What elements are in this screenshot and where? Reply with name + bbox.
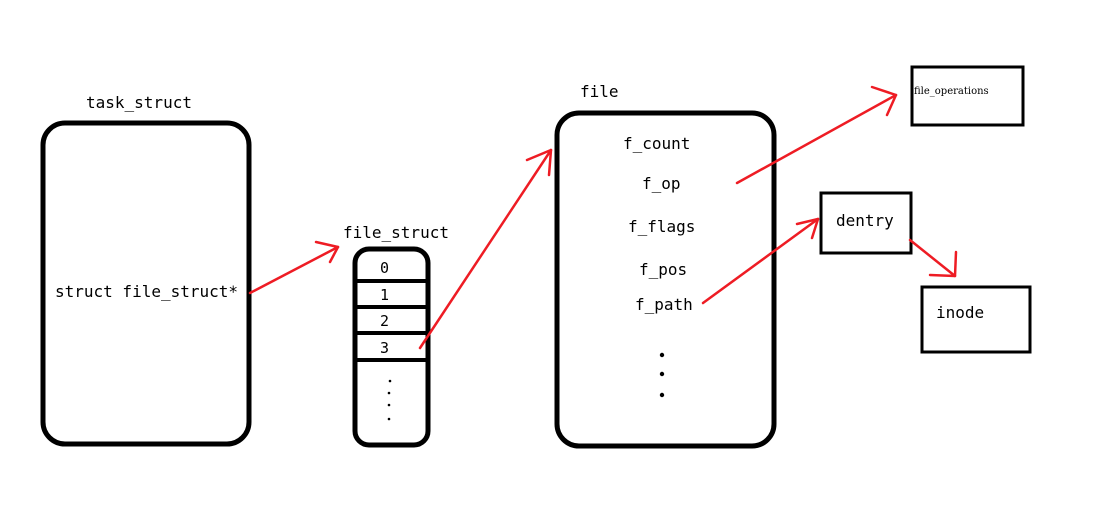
file-operations-box bbox=[910, 65, 1025, 127]
task-struct-field: struct file_struct* bbox=[55, 282, 238, 301]
file-title: file bbox=[580, 82, 619, 101]
file-struct-title: file_struct bbox=[343, 223, 449, 242]
arrow-fd3-to-file bbox=[418, 148, 553, 350]
file-struct-box bbox=[352, 246, 431, 448]
task-struct-box bbox=[40, 120, 252, 447]
file-field-f-op: f_op bbox=[642, 174, 681, 193]
fd-slot-0: 0 bbox=[380, 259, 389, 277]
dentry-label: dentry bbox=[836, 211, 894, 230]
arrow-task-to-file-struct bbox=[248, 240, 340, 295]
file-field-f-flags: f_flags bbox=[628, 217, 695, 236]
arrow-dentry-to-inode bbox=[908, 238, 958, 278]
file-ellipsis bbox=[659, 352, 665, 398]
inode-label: inode bbox=[936, 303, 984, 322]
arrow-fop-to-file-operations bbox=[735, 85, 898, 185]
fd-slot-1: 1 bbox=[380, 286, 389, 304]
inode-box bbox=[920, 285, 1032, 354]
arrow-fpath-to-dentry bbox=[701, 217, 820, 305]
task-struct-title: task_struct bbox=[86, 93, 192, 112]
file-box bbox=[554, 110, 777, 449]
file-struct-ellipsis bbox=[387, 379, 392, 421]
file-field-f-count: f_count bbox=[623, 134, 690, 153]
fd-slot-2: 2 bbox=[380, 312, 389, 330]
file-field-f-path: f_path bbox=[635, 295, 693, 314]
file-operations-label: file_operations bbox=[914, 86, 989, 97]
file-field-f-pos: f_pos bbox=[639, 260, 687, 279]
fd-slot-3: 3 bbox=[380, 339, 389, 357]
dentry-box bbox=[819, 191, 913, 255]
